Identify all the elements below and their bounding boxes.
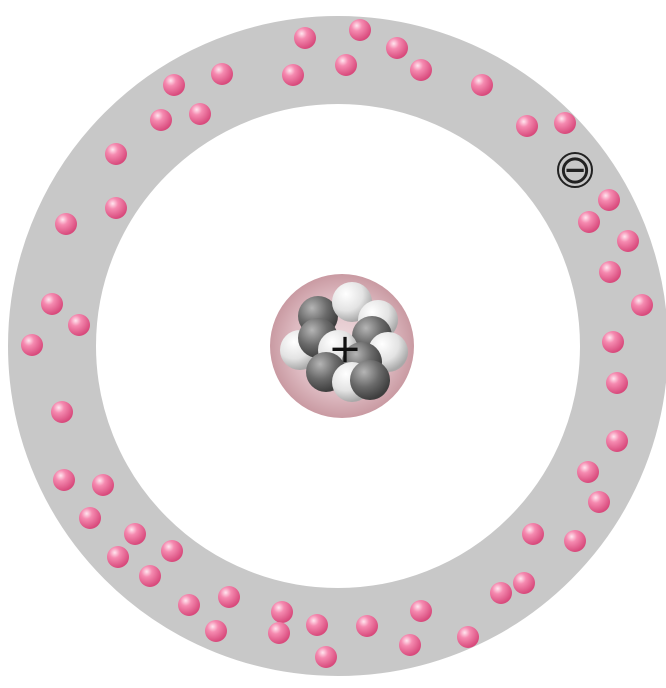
electron [606,430,628,452]
electron [124,523,146,545]
electron [178,594,200,616]
electron [107,546,129,568]
electron [516,115,538,137]
electron [356,615,378,637]
electron [294,27,316,49]
electron [631,294,653,316]
electron [457,626,479,648]
electron [410,59,432,81]
electron [161,540,183,562]
electron [598,189,620,211]
electron [163,74,185,96]
electron [399,634,421,656]
nucleus-charge-symbol: + [328,326,362,372]
electron [105,197,127,219]
electron [410,600,432,622]
electron [282,64,304,86]
electron [386,37,408,59]
electron [55,213,77,235]
electron [617,230,639,252]
electron [471,74,493,96]
electron [599,261,621,283]
electron [205,620,227,642]
electron [513,572,535,594]
electron [606,372,628,394]
electron [139,565,161,587]
electron [588,491,610,513]
electron [268,622,290,644]
electron [211,63,233,85]
electron [335,54,357,76]
electron [315,646,337,668]
electron [490,582,512,604]
electron [522,523,544,545]
electron [218,586,240,608]
electron [602,331,624,353]
electron [150,109,172,131]
electron [68,314,90,336]
electron [92,474,114,496]
electron [271,601,293,623]
electron [564,530,586,552]
electron [577,461,599,483]
electron [349,19,371,41]
electron [105,143,127,165]
electron [21,334,43,356]
electron [578,211,600,233]
electron [79,507,101,529]
electron [306,614,328,636]
electron [53,469,75,491]
electron [554,112,576,134]
electron [41,293,63,315]
electron [189,103,211,125]
nucleus: + [270,274,414,418]
electron [51,401,73,423]
